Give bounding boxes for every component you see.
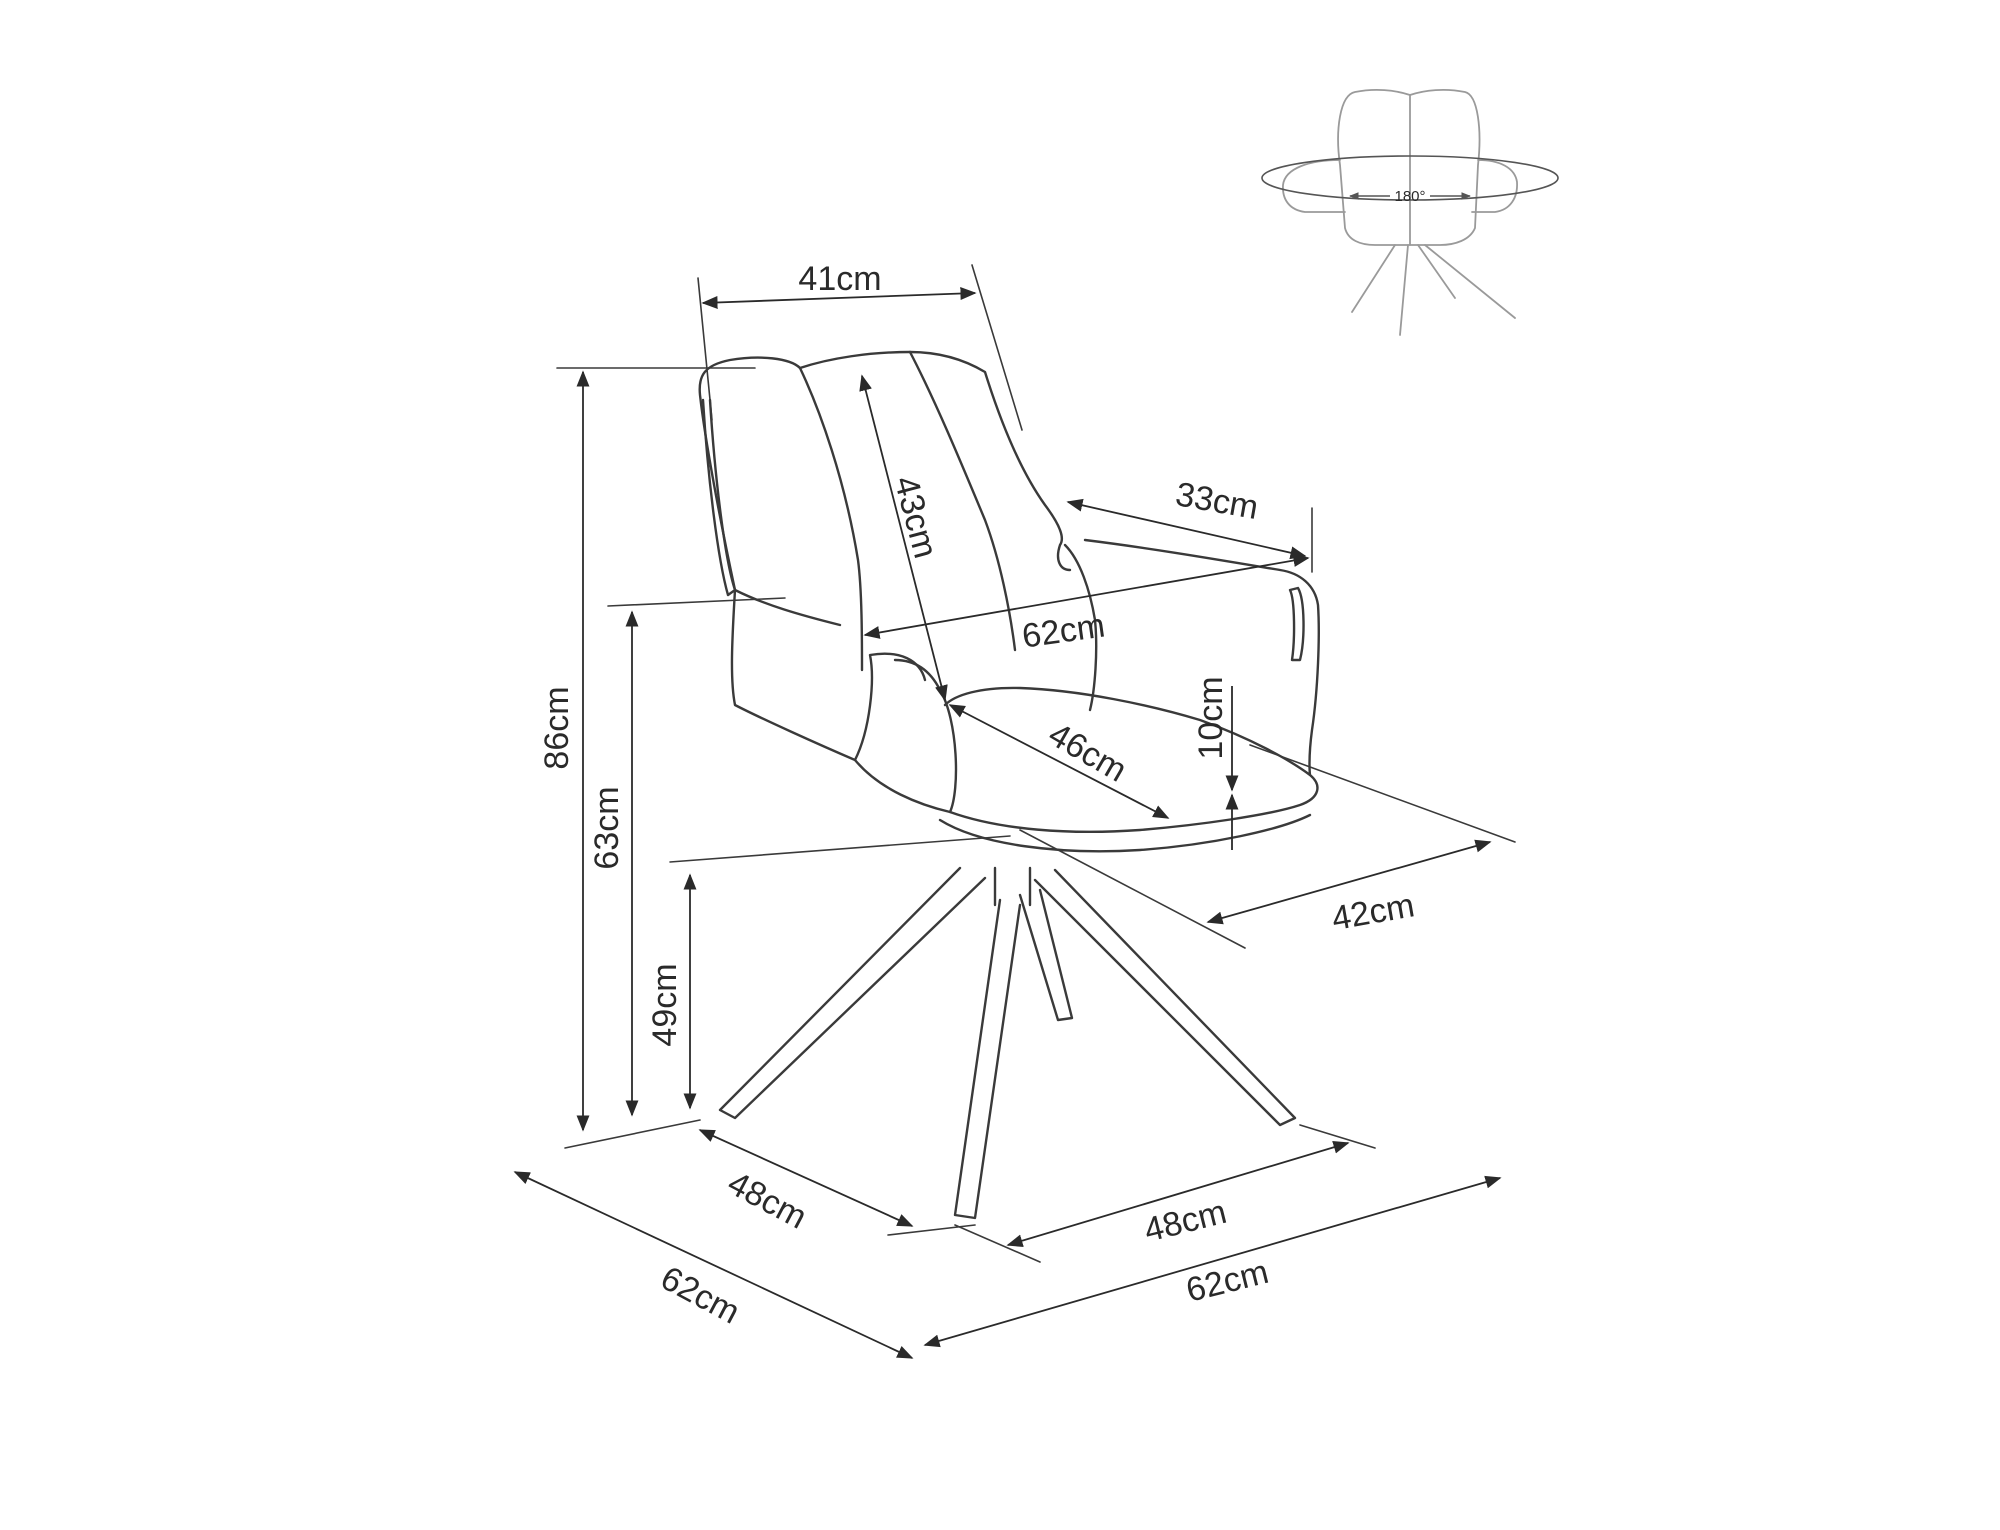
center-column (993, 866, 1032, 907)
dim-41 (701, 287, 977, 309)
rotation-thumbnail: 180° (1261, 88, 1559, 336)
label-arm-depth: 33cm (1173, 475, 1261, 527)
ext-42-left (1019, 829, 1246, 949)
label-arm-height: 63cm (588, 786, 626, 869)
backrest-outline (698, 350, 1072, 592)
leg-front-center (953, 898, 1022, 1220)
label-seat-depth: 46cm (1042, 715, 1133, 789)
backrest-center-seam (798, 366, 864, 672)
label-overall-left: 62cm (655, 1259, 746, 1332)
label-overall-right: 62cm (1182, 1253, 1272, 1310)
ext-41-right (971, 264, 1023, 431)
thumb-backrest (1337, 88, 1481, 246)
ext-42-right (1249, 744, 1516, 843)
dimension-labels: 41cm 43cm 33cm 62cm 46cm 10cm 42cm 86cm … (538, 260, 1417, 1332)
floor-line-center-r (954, 1224, 1041, 1263)
leg-back-right (1033, 868, 1297, 1127)
dim-42 (1206, 839, 1492, 925)
dim-62-left (513, 1171, 914, 1359)
thumb-arm-left (1282, 159, 1346, 213)
dim-43 (859, 374, 948, 702)
ext-41-left (697, 277, 713, 421)
left-arm (730, 588, 927, 762)
thumb-arm-right (1471, 159, 1518, 213)
dim-46 (948, 704, 1170, 819)
chair-drawing (698, 350, 1320, 1220)
ext-49-top (669, 835, 1011, 863)
floor-line-left (564, 1119, 701, 1149)
ext-63-top (607, 597, 786, 607)
label-top-width: 41cm (798, 260, 881, 298)
label-seat-height: 49cm (646, 963, 684, 1046)
label-back-height: 43cm (887, 472, 945, 562)
leg-front-left (718, 866, 987, 1120)
seat-rim (938, 813, 1312, 853)
dim-62-arm (863, 554, 1310, 639)
back-side-panel (701, 398, 737, 597)
label-rotation-angle: 180° (1394, 188, 1425, 205)
dim-33 (1066, 498, 1307, 560)
thumb-legs (1351, 244, 1516, 336)
backrest-left-panel (733, 588, 842, 627)
floor-line-center (887, 1224, 976, 1236)
label-arm-width: 62cm (1020, 607, 1108, 656)
right-arm-pad (1288, 586, 1305, 662)
thumb-rotation-ellipse (1261, 155, 1559, 201)
leg-back-center (1018, 888, 1074, 1022)
label-total-height: 86cm (538, 686, 576, 769)
dim-62-right (923, 1175, 1502, 1348)
floor-line-right (1299, 1124, 1376, 1149)
label-seat-width: 42cm (1329, 886, 1417, 938)
label-arm-above-seat: 10cm (1192, 676, 1230, 759)
dimension-lines (513, 264, 1516, 1359)
